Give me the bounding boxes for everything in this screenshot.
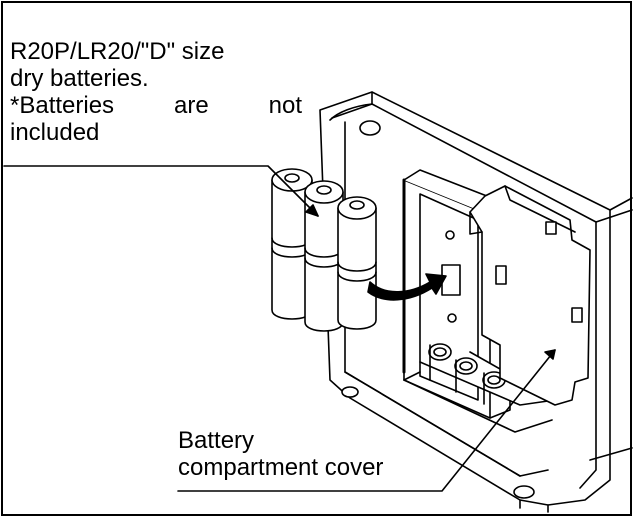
cover-callout-arrowhead (544, 349, 556, 360)
cover-callout-line-2: compartment cover (178, 454, 384, 481)
cover-callout: Battery compartment cover (178, 427, 383, 481)
battery-callout-line-4: included (10, 119, 100, 146)
battery-callout-leader (3, 165, 319, 217)
battery-middle (304, 180, 344, 332)
cover-callout-leader (177, 349, 556, 492)
battery-callout-line-3: *Batteries are not (10, 92, 302, 119)
cover-callout-line-1: Battery (178, 427, 255, 454)
compartment-cover (469, 185, 591, 406)
battery-callout-word-3: not (268, 92, 302, 119)
battery-callout: R20P/LR20/"D" size dry batteries. *Batte… (10, 38, 302, 146)
battery-callout-line-1: R20P/LR20/"D" size (10, 38, 225, 65)
battery-callout-word-1: *Batteries (10, 92, 115, 119)
insertion-arrow (367, 273, 447, 301)
battery-callout-word-2: are (174, 92, 209, 119)
battery-callout-line-2: dry batteries. (10, 65, 149, 92)
battery-callout-arrowhead (305, 204, 319, 217)
batteries-group (271, 168, 377, 332)
battery-front (337, 196, 377, 330)
